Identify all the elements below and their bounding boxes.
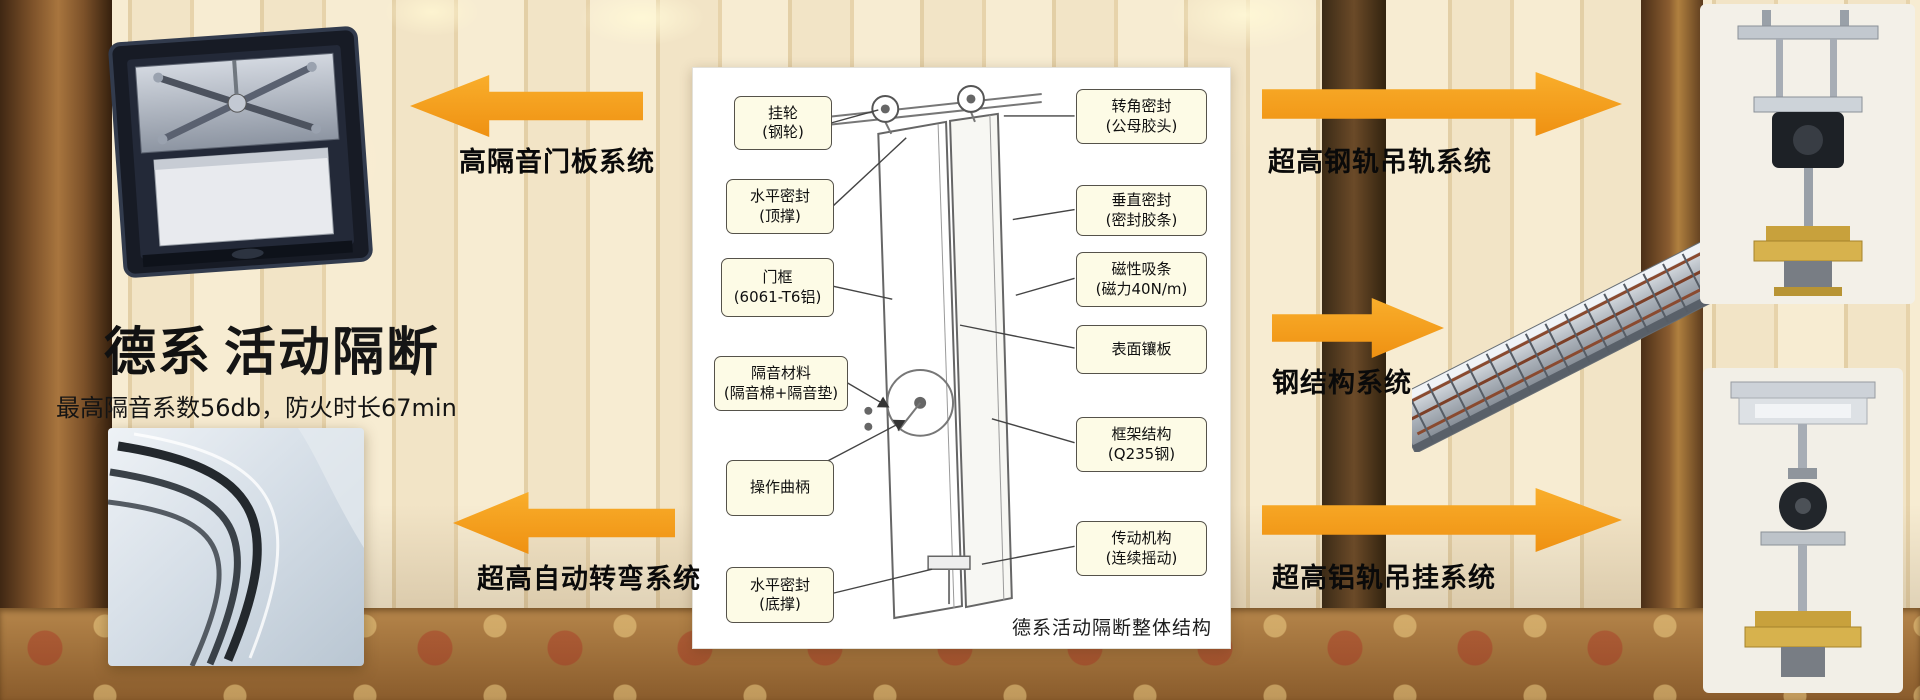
callout-frame-structure: 框架结构 (Q235钢): [1076, 417, 1207, 472]
aluminum-rail-hanger-photo: [1703, 368, 1903, 693]
callout-line: 隔音材料: [750, 364, 811, 382]
callout-line: 垂直密封: [1111, 191, 1172, 209]
callout-line: (Q235钢): [1107, 444, 1176, 463]
callout-line: 门框: [762, 268, 793, 286]
callout-line: (钢轮): [762, 123, 804, 141]
callout-surface-panel: 表面镶板: [1076, 325, 1207, 374]
right-pillar: [1641, 0, 1703, 700]
callout-line: 水平密封: [749, 187, 810, 205]
callout-line: (底撑): [759, 595, 801, 613]
callout-line: (磁力40N/m): [1095, 279, 1188, 298]
brand-name: 德系: [104, 323, 213, 383]
callout-line: 表面镶板: [1111, 339, 1172, 358]
steel-rail-hanger-photo-art: [1700, 4, 1915, 304]
page-title: 德系活动隔断: [104, 310, 440, 385]
product-name: 活动隔断: [224, 323, 441, 383]
page-subtitle: 最高隔音系数56db，防火时长67min: [56, 394, 457, 422]
callout-line: (隔音棉+隔音垫): [723, 383, 839, 402]
callout-line: (连续摇动): [1105, 548, 1178, 567]
steel-structure-photo: [1412, 232, 1722, 452]
label-steel-rail-system: 超高钢轨吊轨系统: [1268, 147, 1492, 178]
aluminum-rail-hanger-photo-art: [1703, 368, 1903, 693]
callout-line: 转角密封: [1111, 97, 1172, 115]
callout-transmission: 传动机构 (连续摇动): [1076, 521, 1207, 576]
curved-track-photo: [108, 428, 364, 666]
label-steel-structure-system: 钢结构系统: [1272, 368, 1412, 399]
callout-line: 磁性吸条: [1111, 260, 1172, 278]
curved-track-photo-art: [108, 428, 364, 666]
callout-line: (公母胶头): [1105, 116, 1178, 135]
steel-structure-photo-art: [1412, 232, 1722, 452]
callout-line: (密封胶条): [1105, 210, 1178, 229]
label-alu-rail-system: 超高铝轨吊挂系统: [1272, 563, 1496, 594]
left-pillar: [0, 0, 112, 700]
callout-hanging-wheel: 挂轮 (钢轮): [734, 96, 832, 150]
callout-line: 操作曲柄: [749, 478, 810, 497]
callout-horizontal-seal-bottom: 水平密封 (底撑): [726, 567, 834, 623]
callout-line: 水平密封: [749, 575, 810, 594]
callout-magnetic-strip: 磁性吸条 (磁力40N/m): [1076, 252, 1207, 307]
label-door-panel-system: 高隔音门板系统: [459, 147, 655, 178]
callout-horizontal-seal-top: 水平密封 (顶撑): [726, 179, 834, 234]
door-panel-photo-art: [108, 26, 373, 278]
callout-line: 框架结构: [1111, 425, 1172, 443]
callout-line: 传动机构: [1111, 529, 1172, 547]
callout-vertical-seal: 垂直密封 (密封胶条): [1076, 185, 1207, 236]
structure-diagram-panel: 挂轮 (钢轮) 水平密封 (顶撑) 门框 (6061-T6铝) 隔音材料 (隔音…: [692, 67, 1231, 649]
label-auto-turn-system: 超高自动转弯系统: [477, 564, 701, 595]
partition-diagram-drawing: [818, 85, 1075, 620]
callout-operating-crank: 操作曲柄: [726, 460, 834, 516]
callout-line: 挂轮: [767, 103, 798, 122]
callout-line: (顶撑): [759, 206, 801, 225]
door-panel-photo: [96, 8, 386, 303]
callout-sound-insulation: 隔音材料 (隔音棉+隔音垫): [714, 356, 848, 411]
callout-corner-seal: 转角密封 (公母胶头): [1076, 89, 1207, 144]
steel-rail-hanger-photo: [1700, 4, 1915, 304]
callout-line: (6061-T6铝): [733, 287, 822, 306]
diagram-caption: 德系活动隔断整体结构: [1011, 617, 1212, 639]
callout-door-frame: 门框 (6061-T6铝): [721, 258, 834, 317]
